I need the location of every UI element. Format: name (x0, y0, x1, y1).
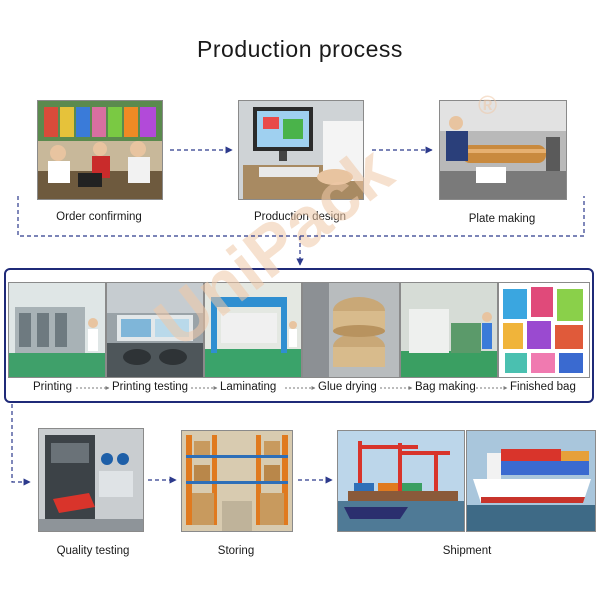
caption-printing-testing: Printing testing (112, 381, 189, 393)
photo-shipment-port (337, 430, 465, 532)
plate-engraving-image (440, 101, 566, 199)
glue-drying-rolls-image (303, 283, 399, 377)
caption-glue-drying: Glue drying (318, 381, 377, 393)
photo-shipment-ship (466, 430, 596, 532)
photo-glue-drying (302, 282, 400, 378)
caption-laminating: Laminating (220, 381, 277, 393)
cargo-ship-image (467, 431, 595, 531)
photo-bag-making (400, 282, 498, 378)
caption-quality-testing: Quality testing (56, 545, 130, 557)
office-meeting-image (38, 101, 162, 199)
bag-making-machine-image (401, 283, 497, 377)
printing-machine-image (9, 283, 105, 377)
manufacturing-frame (4, 268, 594, 403)
caption-order-confirming: Order confirming (56, 211, 142, 223)
photo-order-confirming (37, 100, 163, 200)
page-title: Production process (197, 36, 403, 62)
laminating-machine-image (205, 283, 301, 377)
photo-plate-making (439, 100, 567, 200)
photo-storing (181, 430, 293, 532)
caption-storing: Storing (217, 545, 255, 557)
caption-bag-making: Bag making (415, 381, 476, 393)
photo-quality-testing (38, 428, 144, 532)
warehouse-image (182, 431, 292, 531)
caption-plate-making: Plate making (468, 213, 536, 225)
quality-testing-machine-image (39, 429, 143, 531)
caption-finished-bag: Finished bag (510, 381, 576, 393)
photo-laminating (204, 282, 302, 378)
photo-production-design (238, 100, 364, 200)
photo-finished-bag (498, 282, 590, 378)
computer-design-image (239, 101, 363, 199)
print-inspection-image (107, 283, 203, 377)
caption-production-design: Production design (253, 211, 347, 223)
photo-printing (8, 282, 106, 378)
caption-printing: Printing (33, 381, 72, 393)
connector-middle-to-bottom (11, 404, 31, 486)
finished-bags-image (499, 283, 589, 377)
photo-printing-testing (106, 282, 204, 378)
container-port-image (338, 431, 464, 531)
caption-shipment: Shipment (442, 545, 492, 557)
